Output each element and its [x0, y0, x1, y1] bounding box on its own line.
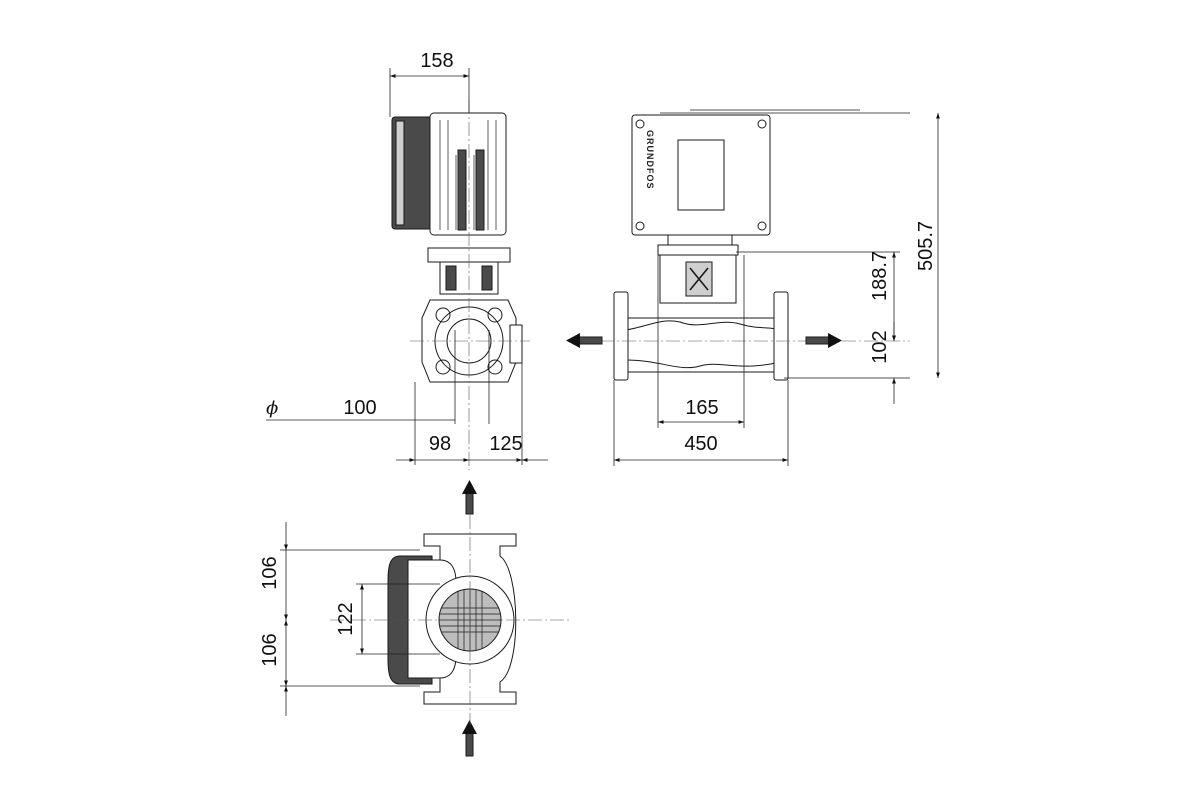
bolt-hole: [435, 307, 451, 323]
inlet-flange: [613, 291, 629, 381]
dim-half-widths: [280, 522, 420, 716]
side-view: GRUNDFOS 505.7: [566, 109, 940, 466]
dim-diameter: [266, 330, 490, 424]
pump-casing: [625, 317, 781, 373]
dim-base-width: [657, 255, 745, 428]
dim-label-port-to-port: 450: [684, 433, 717, 455]
outlet-flange: [773, 291, 789, 381]
flow-direction-arrow-bottom: [462, 720, 477, 757]
pump-housing: [421, 299, 517, 383]
diameter-symbol: ϕ: [266, 398, 278, 419]
bolt-hole: [487, 307, 503, 323]
dim-motor-diameter: [356, 583, 440, 655]
side-plug: [509, 324, 523, 364]
brand-logo: GRUNDFOS: [645, 130, 655, 190]
dim-port-to-port: [613, 380, 789, 466]
bolt-hole: [487, 359, 503, 375]
dim-label-motor-width: 158: [420, 50, 453, 72]
dim-label-diameter: 100: [343, 397, 376, 419]
flow-direction-arrow-left: [566, 333, 603, 348]
bolt-hole: [435, 359, 451, 375]
flow-direction-arrow-right: [805, 333, 842, 348]
dim-label-upper-half: 106: [259, 556, 281, 589]
dim-offsets: [396, 360, 548, 465]
flow-direction-arrow-top: [462, 480, 477, 515]
dim-label-port-height: 102: [869, 330, 891, 363]
stool-top: [667, 234, 733, 246]
dim-label-base-width: 165: [685, 397, 718, 419]
motor-body: [429, 112, 507, 236]
dim-label-shaft-height: 188.7: [869, 251, 891, 301]
display-window: [677, 139, 725, 211]
cooling-fins: [439, 120, 497, 231]
dim-label-motor-diameter: 122: [335, 602, 357, 635]
dim-label-lower-half: 106: [259, 633, 281, 666]
front-view: 158 ϕ 100 98 125: [266, 50, 548, 470]
dim-label-left-offset: 98: [429, 433, 451, 455]
dim-motor-width: [389, 68, 470, 117]
top-view: 106 106 122: [259, 480, 570, 757]
terminal-box-edge: [395, 120, 405, 226]
dim-label-total-height: 505.7: [915, 221, 937, 271]
dim-label-right-offset: 125: [489, 433, 522, 455]
flange-bore: [446, 318, 492, 364]
